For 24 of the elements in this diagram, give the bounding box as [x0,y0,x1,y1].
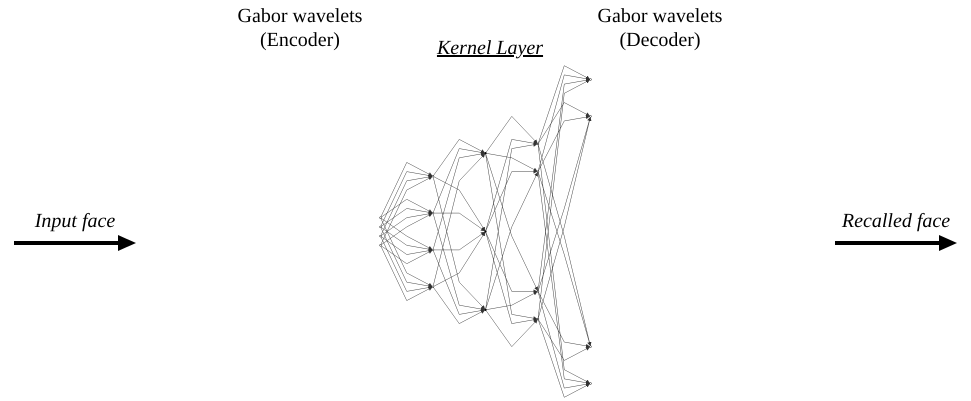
node-circle [536,142,540,146]
layer-heading: Gabor wavelets (Decoder) [596,4,724,52]
node-circle [484,308,487,311]
node-circle [484,152,487,154]
node-circle [484,230,487,233]
node-circle [432,212,434,214]
node-circle [536,318,540,320]
node-circle [379,234,382,238]
layer-heading: Gabor wavelets (Encoder) [236,4,364,52]
node-circle [432,248,434,252]
io-label: Input face [34,210,116,233]
node-circle [379,244,382,246]
node-circle [589,382,592,385]
node-circle [379,226,382,228]
layer-heading: Kernel Layer [436,36,544,60]
node-circle [536,290,540,293]
io-label: Recalled face [842,210,950,233]
node-circle [432,175,434,178]
node-circle [379,216,382,219]
node-circle [589,78,592,81]
node-circle [536,170,540,173]
node-circle [589,115,592,118]
node-circle [432,286,434,288]
node-circle [589,346,592,348]
